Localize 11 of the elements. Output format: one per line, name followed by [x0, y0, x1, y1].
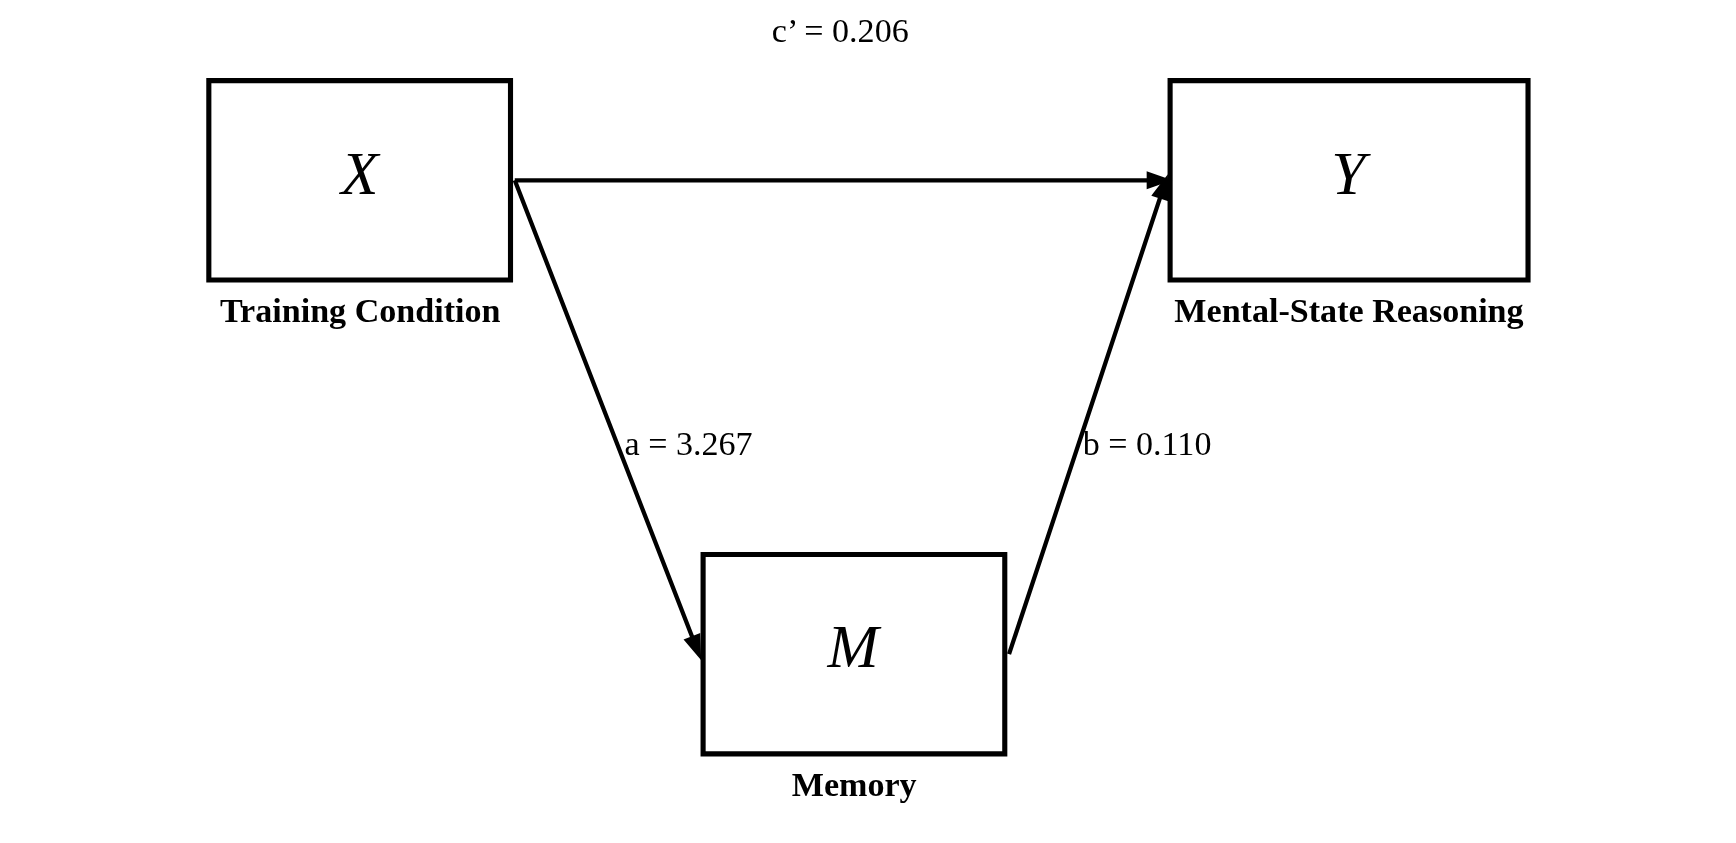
edge-label: c’ = 0.206	[771, 12, 909, 50]
node-box: X	[206, 78, 514, 283]
node-label: Training Condition	[219, 291, 501, 329]
arrow	[1007, 174, 1169, 655]
node-box: Y	[1167, 78, 1531, 283]
edge-label: a = 3.267	[624, 424, 753, 462]
node-label: Memory	[791, 765, 917, 803]
arrow	[512, 179, 702, 661]
node-label: Mental-State Reasoning	[1174, 291, 1524, 329]
edge-label: b = 0.110	[1082, 424, 1212, 462]
node-box: M	[700, 551, 1008, 757]
